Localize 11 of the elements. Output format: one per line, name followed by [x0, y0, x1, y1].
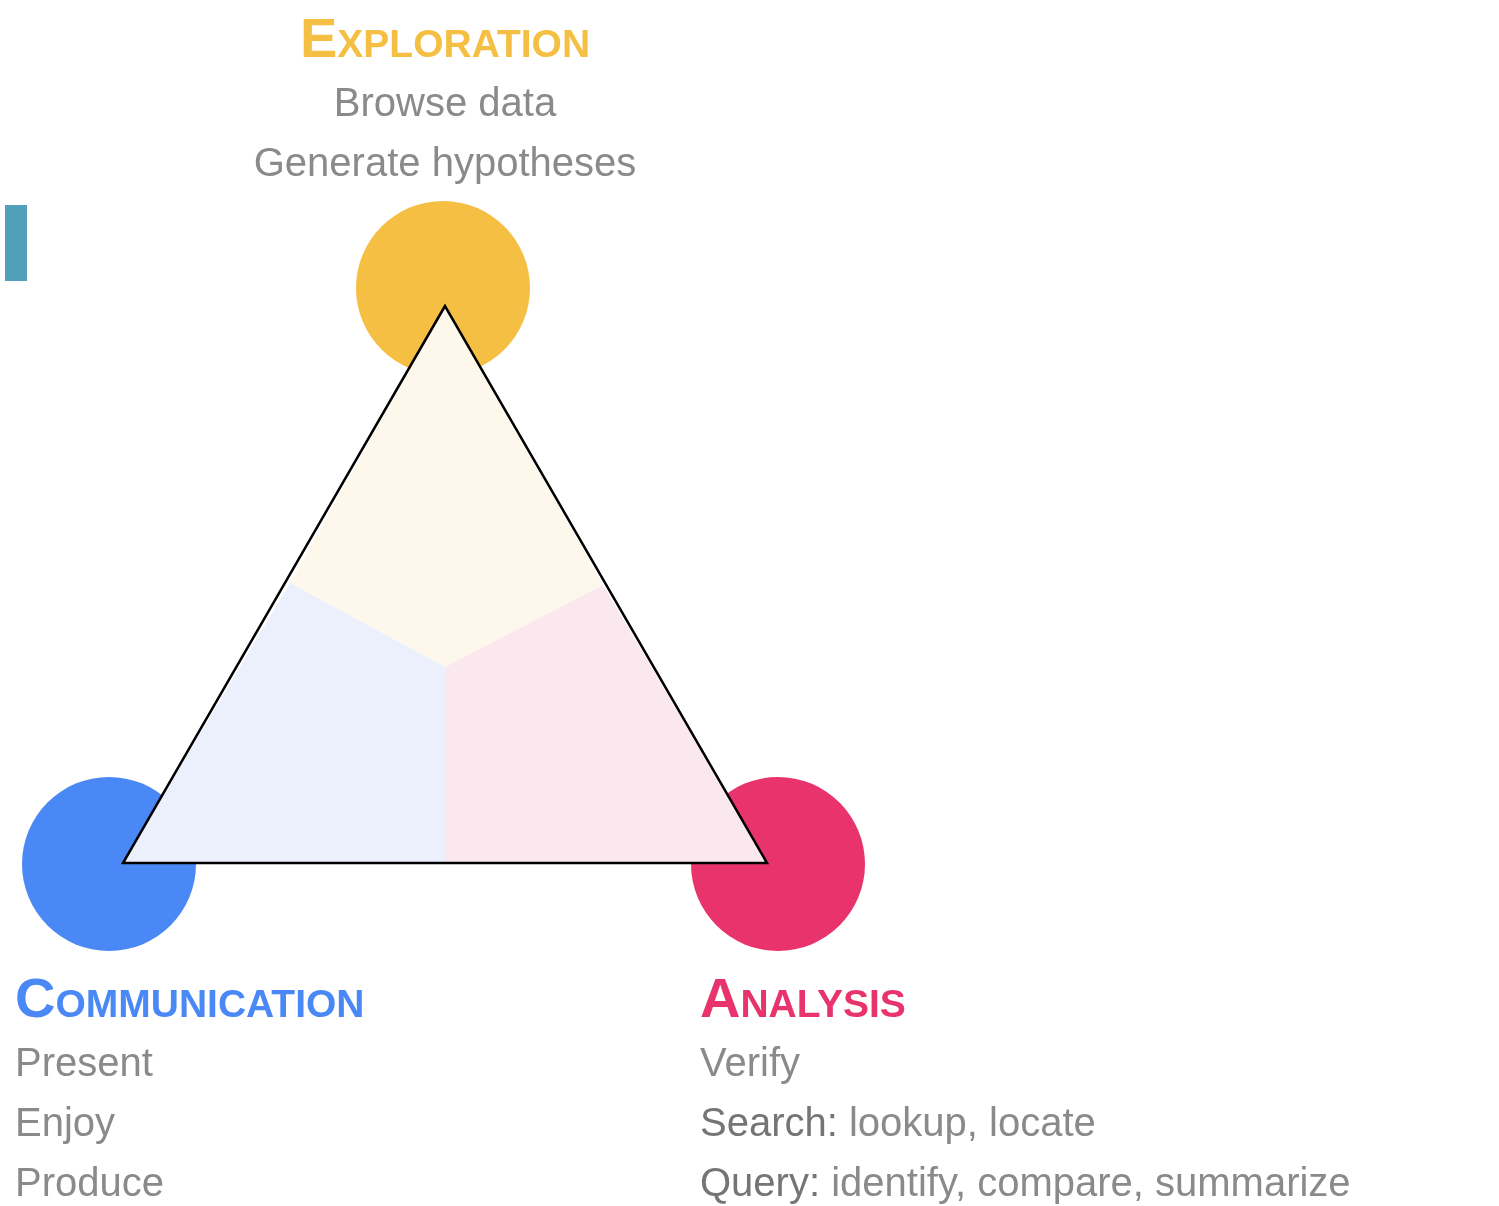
- task-text: Browse data: [333, 79, 557, 126]
- category-heading: Analysis: [700, 966, 906, 1030]
- task-text: Verify: [700, 1039, 801, 1086]
- task-text: Enjoy: [15, 1099, 116, 1146]
- category-heading: Exploration: [299, 6, 591, 70]
- task-text: Generate hypotheses: [253, 139, 637, 186]
- task-text: Search: lookup, locate: [700, 1099, 1096, 1146]
- task-text: Produce: [15, 1159, 164, 1206]
- category-heading: Communication: [15, 966, 365, 1030]
- task-text: Query: identify, compare, summarize: [700, 1159, 1351, 1206]
- task-text: Present: [15, 1039, 153, 1086]
